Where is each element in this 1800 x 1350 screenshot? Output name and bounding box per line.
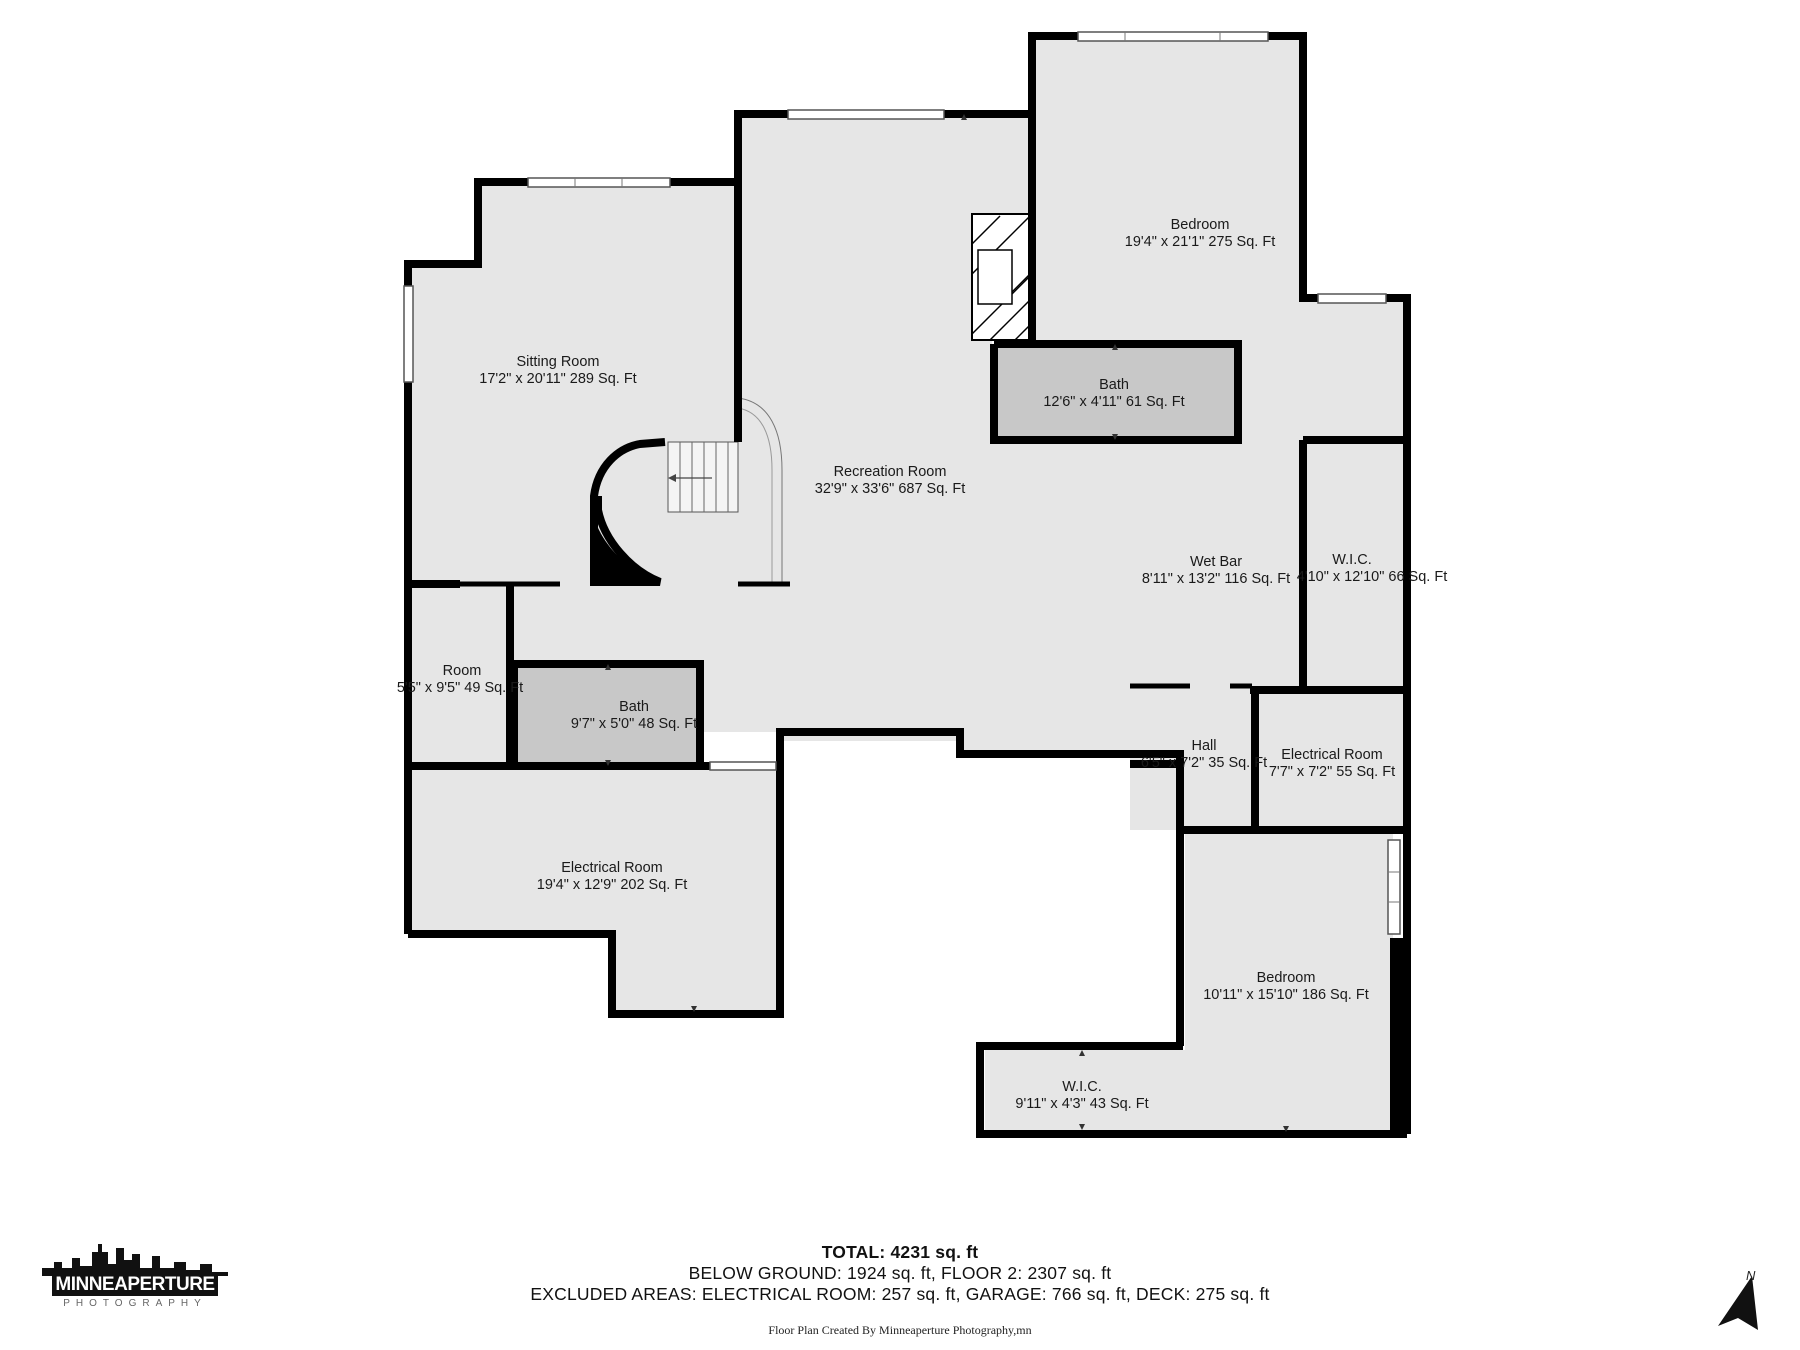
floor-plan-credit: Floor Plan Created By Minneaperture Phot… xyxy=(768,1323,1032,1337)
recreation-room-name: Recreation Room xyxy=(834,464,947,480)
north-arrow-icon xyxy=(1718,1276,1758,1330)
bath-small-floor xyxy=(518,668,698,764)
wet-bar-dims: 8'11" x 13'2" 116 Sq. Ft xyxy=(1142,571,1290,587)
bedroom-top-name: Bedroom xyxy=(1171,217,1230,233)
excluded-areas: EXCLUDED AREAS: ELECTRICAL ROOM: 257 sq.… xyxy=(530,1284,1270,1304)
floor-plan: Sitting Room 17'2" x 20'11" 289 Sq. Ft R… xyxy=(397,31,1447,1138)
room-small-dims: 5'5" x 9'5" 49 Sq. Ft xyxy=(397,680,523,696)
hall-dims: 6'5" x 7'2" 35 Sq. Ft xyxy=(1141,755,1267,771)
recreation-room-floor xyxy=(510,114,1305,832)
bath-fills xyxy=(518,346,1236,764)
bedroom-bottom-floor xyxy=(1185,832,1393,1130)
electrical-left-name: Electrical Room xyxy=(561,860,663,876)
bath-top-name: Bath xyxy=(1099,377,1129,393)
bedroom-bottom-name: Bedroom xyxy=(1257,970,1316,986)
sitting-room-dims: 17'2" x 20'11" 289 Sq. Ft xyxy=(479,371,636,387)
bedroom-bottom-wall-dark xyxy=(1390,938,1410,1134)
curved-wall-fill xyxy=(594,518,660,582)
wet-bar-name: Wet Bar xyxy=(1190,554,1242,570)
wic-right-dims: 4'10" x 12'10" 66 Sq. Ft xyxy=(1297,569,1447,585)
dimension-ticks xyxy=(605,114,1289,1132)
logo-wordmark: MINNEAPERTURE xyxy=(40,1273,230,1296)
electrical-right-name: Electrical Room xyxy=(1281,747,1383,763)
bedroom-top-dims: 19'4" x 21'1" 275 Sq. Ft xyxy=(1125,234,1275,250)
room-labels: Sitting Room 17'2" x 20'11" 289 Sq. Ft R… xyxy=(397,217,1447,1112)
total-area: TOTAL: 4231 sq. ft xyxy=(821,1242,979,1262)
wic-right-name: W.I.C. xyxy=(1332,552,1371,568)
fireplace xyxy=(971,213,1031,341)
bath-small-name: Bath xyxy=(619,699,649,715)
staircase xyxy=(667,397,783,584)
north-label: N xyxy=(1746,1268,1756,1283)
electrical-right-dims: 7'7" x 7'2" 55 Sq. Ft xyxy=(1269,764,1395,780)
bath-top-dims: 12'6" x 4'11" 61 Sq. Ft xyxy=(1043,394,1184,410)
sitting-room-name: Sitting Room xyxy=(516,354,599,370)
windows xyxy=(403,31,1401,935)
minneaperture-logo: MINNEAPERTURE PHOTOGRAPHY xyxy=(40,1238,230,1314)
sitting-room-floor xyxy=(408,184,738,584)
skyline-icon xyxy=(42,1244,228,1276)
electrical-left-dims: 19'4" x 12'9" 202 Sq. Ft xyxy=(537,877,687,893)
hall-name: Hall xyxy=(1192,738,1217,754)
floor-fills xyxy=(408,40,1410,1130)
room-small-floor xyxy=(408,584,511,765)
recreation-room-dims: 32'9" x 33'6" 687 Sq. Ft xyxy=(815,481,965,497)
thin-walls xyxy=(460,581,1252,689)
area-breakdown: BELOW GROUND: 1924 sq. ft, FLOOR 2: 2307… xyxy=(688,1263,1112,1283)
wic-bottom-name: W.I.C. xyxy=(1062,1079,1101,1095)
bedroom-bottom-dims: 10'11" x 15'10" 186 Sq. Ft xyxy=(1203,987,1369,1003)
room-small-name: Room xyxy=(443,663,482,679)
bath-small-dims: 9'7" x 5'0" 48 Sq. Ft xyxy=(571,716,697,732)
electrical-right-floor xyxy=(1255,690,1405,830)
wic-right-floor xyxy=(1305,440,1405,690)
window-mullions xyxy=(574,32,1400,903)
logo-subtitle: PHOTOGRAPHY xyxy=(63,1298,207,1309)
area-summary: TOTAL: 4231 sq. ft BELOW GROUND: 1924 sq… xyxy=(0,1242,1800,1305)
bath-top-floor xyxy=(994,346,1236,440)
wic-bottom-floor xyxy=(985,1050,1185,1130)
electrical-left-floor xyxy=(408,766,780,1012)
wic-bottom-dims: 9'11" x 4'3" 43 Sq. Ft xyxy=(1015,1096,1148,1112)
